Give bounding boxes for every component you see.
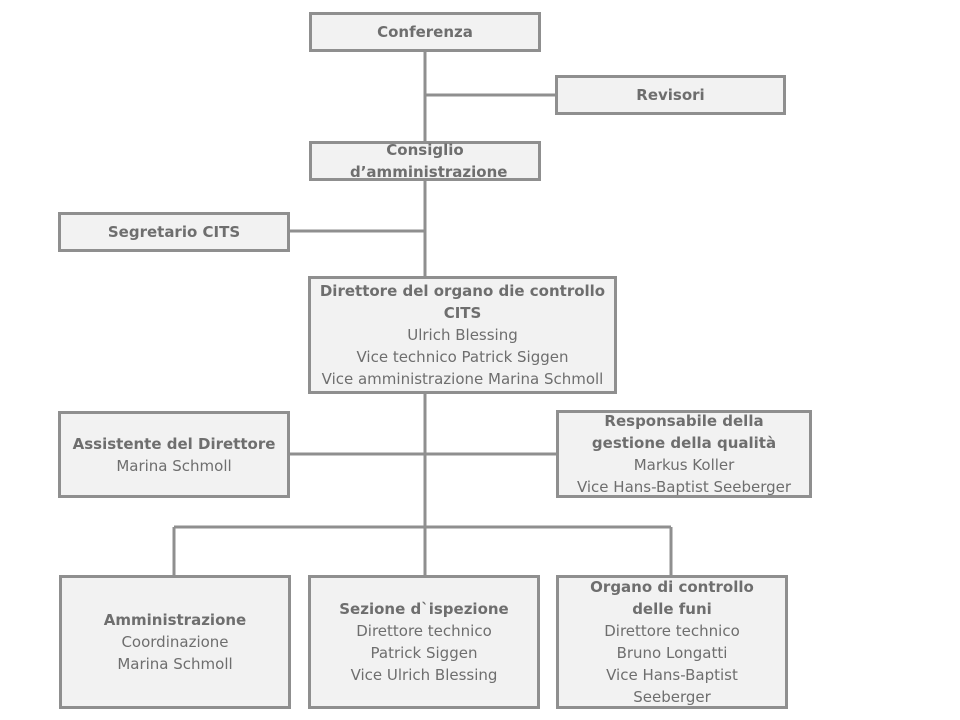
node-line: Ulrich Blessing (407, 326, 518, 344)
node-line: Vice Hans-Baptist Seeberger (606, 666, 738, 706)
node-consiglio: Consiglio d’amministrazione (309, 141, 541, 181)
node-line: Direttore technico (356, 622, 492, 640)
node-line: Vice Hans-Baptist Seeberger (576, 478, 792, 496)
node-title: Revisori (636, 86, 705, 104)
node-title: Amministrazione (103, 611, 247, 629)
node-line: Coordinazione (121, 633, 229, 651)
node-title: Conferenza (377, 23, 473, 41)
node-title: Direttore del organo die controllo CITS (319, 282, 606, 322)
node-sezione: Sezione d`ispezione Direttore technico P… (308, 575, 540, 709)
node-title: Consiglio d’amministrazione (350, 141, 508, 181)
node-title: Sezione d`ispezione (339, 600, 509, 618)
node-title: Segretario CITS (107, 223, 241, 241)
node-amministrazione: Amministrazione Coordinazione Marina Sch… (59, 575, 291, 709)
node-line: Vice technico Patrick Siggen (356, 348, 569, 366)
node-revisori: Revisori (555, 75, 786, 115)
node-qualita: Responsabile della gestione della qualit… (556, 410, 812, 498)
node-conferenza: Conferenza (309, 12, 541, 52)
node-direttore: Direttore del organo die controllo CITS … (308, 276, 617, 394)
node-title: Organo di controllo delle funi (590, 578, 754, 618)
node-line: Marina Schmoll (116, 456, 232, 475)
node-line: Vice Ulrich Blessing (350, 666, 498, 684)
node-line: Direttore technico (604, 622, 740, 640)
node-line: Bruno Longatti (616, 644, 728, 662)
node-segretario: Segretario CITS (58, 212, 290, 252)
node-line: Patrick Siggen (370, 644, 478, 662)
node-title: Responsabile della gestione della qualit… (591, 412, 777, 452)
node-line: Markus Koller (633, 456, 735, 474)
node-title: Assistente del Direttore (72, 434, 276, 453)
node-assistente: Assistente del Direttore Marina Schmoll (58, 411, 290, 498)
node-funi: Organo di controllo delle funi Direttore… (556, 575, 788, 709)
node-line: Vice amministrazione Marina Schmoll (321, 370, 604, 388)
node-line: Marina Schmoll (117, 655, 233, 673)
